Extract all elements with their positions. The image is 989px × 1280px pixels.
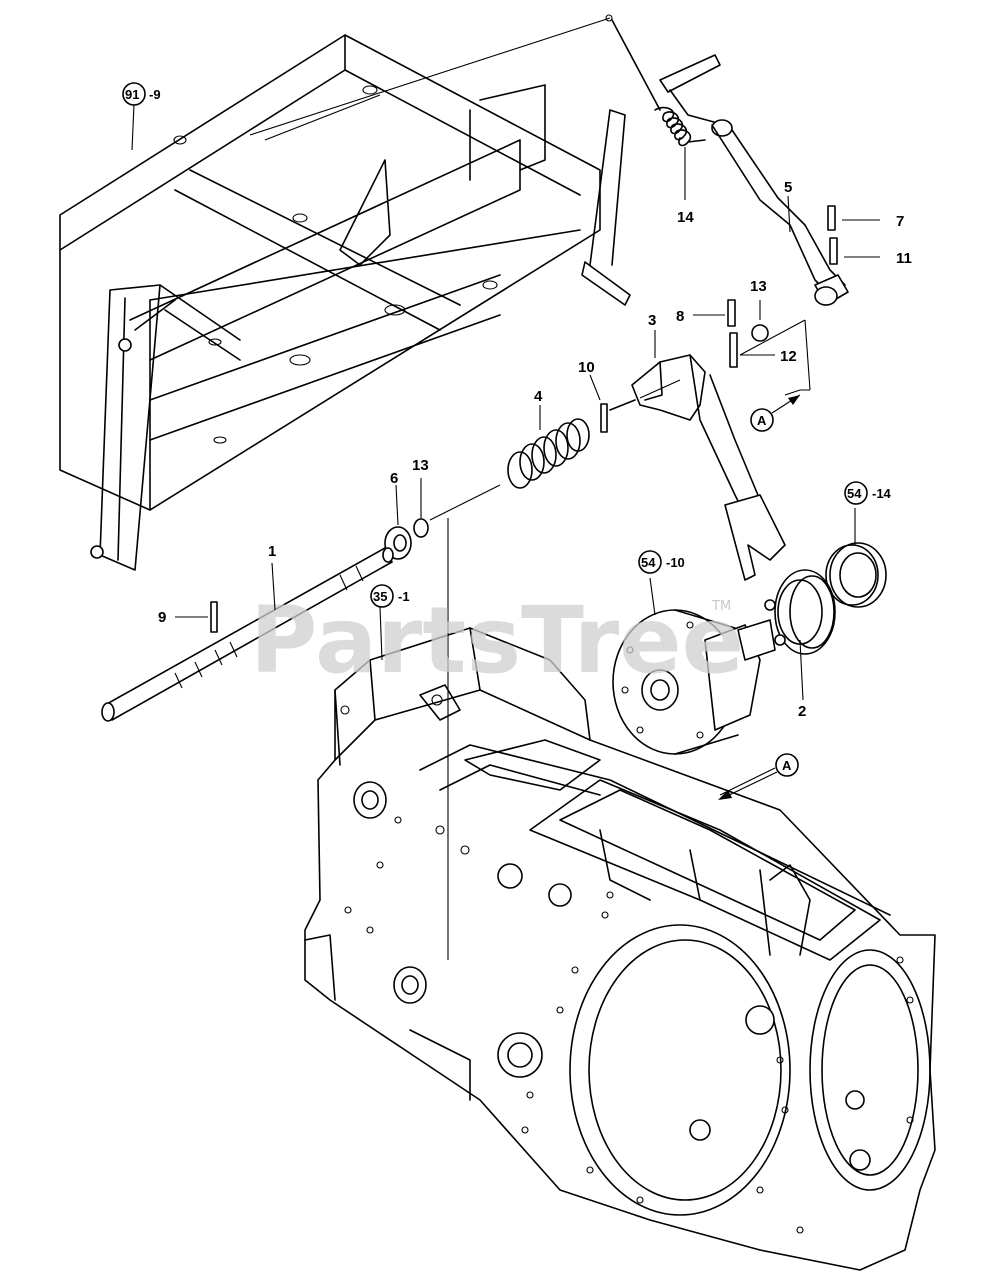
circlips-part-13 xyxy=(413,324,769,538)
label-8: 8 xyxy=(676,308,684,325)
spring-part-14 xyxy=(605,14,706,147)
label-2: 2 xyxy=(798,703,806,720)
ref-35-number: 35 xyxy=(373,589,387,604)
shift-fork-part-3 xyxy=(609,354,786,581)
marker-a-top: A xyxy=(750,394,801,432)
ref-35-suffix: -1 xyxy=(398,589,410,604)
label-6: 6 xyxy=(390,470,398,487)
ref-callout-91-9: 91 -9 xyxy=(122,82,161,106)
label-10: 10 xyxy=(578,359,595,376)
watermark-text: PartsTree xyxy=(250,587,744,694)
pins xyxy=(210,205,838,633)
ref-54a-number: 54 xyxy=(641,555,656,570)
ref-54b-suffix: -14 xyxy=(872,486,892,501)
assembly-guide-lines xyxy=(429,319,811,960)
bearing-part-54-14 xyxy=(825,542,887,608)
shaft-part-1 xyxy=(101,547,394,722)
callout-labels: 14 5 7 11 13 8 3 12 10 4 13 6 1 9 2 xyxy=(158,179,912,720)
label-13-bottom: 13 xyxy=(412,457,429,474)
ref-callout-54-14: 54 -14 xyxy=(844,481,892,505)
label-1: 1 xyxy=(268,543,276,560)
label-12: 12 xyxy=(780,348,797,365)
ref-callout-54-10: 54 -10 xyxy=(638,550,685,574)
lever-part-5 xyxy=(659,54,849,306)
spring-part-4 xyxy=(507,418,590,489)
label-9: 9 xyxy=(158,609,166,626)
label-4: 4 xyxy=(534,388,543,405)
marker-a-bottom: A xyxy=(718,753,799,800)
ref-91-number: 91 xyxy=(125,87,139,102)
bearing-housing-part-2 xyxy=(764,569,836,655)
marker-a-bottom-text: A xyxy=(782,758,792,773)
ref-91-suffix: -9 xyxy=(149,87,161,102)
label-14: 14 xyxy=(677,209,694,226)
ref-54a-suffix: -10 xyxy=(666,555,685,570)
label-13-top: 13 xyxy=(750,278,767,295)
watermark-tm: TM xyxy=(711,599,731,614)
marker-a-top-text: A xyxy=(757,413,767,428)
frame-assembly xyxy=(59,17,631,571)
leader-lines xyxy=(131,103,880,796)
transmission-case xyxy=(304,627,936,1271)
label-11: 11 xyxy=(896,250,912,267)
differential-assembly xyxy=(612,609,776,755)
ref-callout-35-1: 35 -1 xyxy=(370,584,410,608)
label-3: 3 xyxy=(648,312,656,329)
ref-54b-number: 54 xyxy=(847,486,862,501)
label-7: 7 xyxy=(896,213,904,230)
label-5: 5 xyxy=(784,179,792,196)
